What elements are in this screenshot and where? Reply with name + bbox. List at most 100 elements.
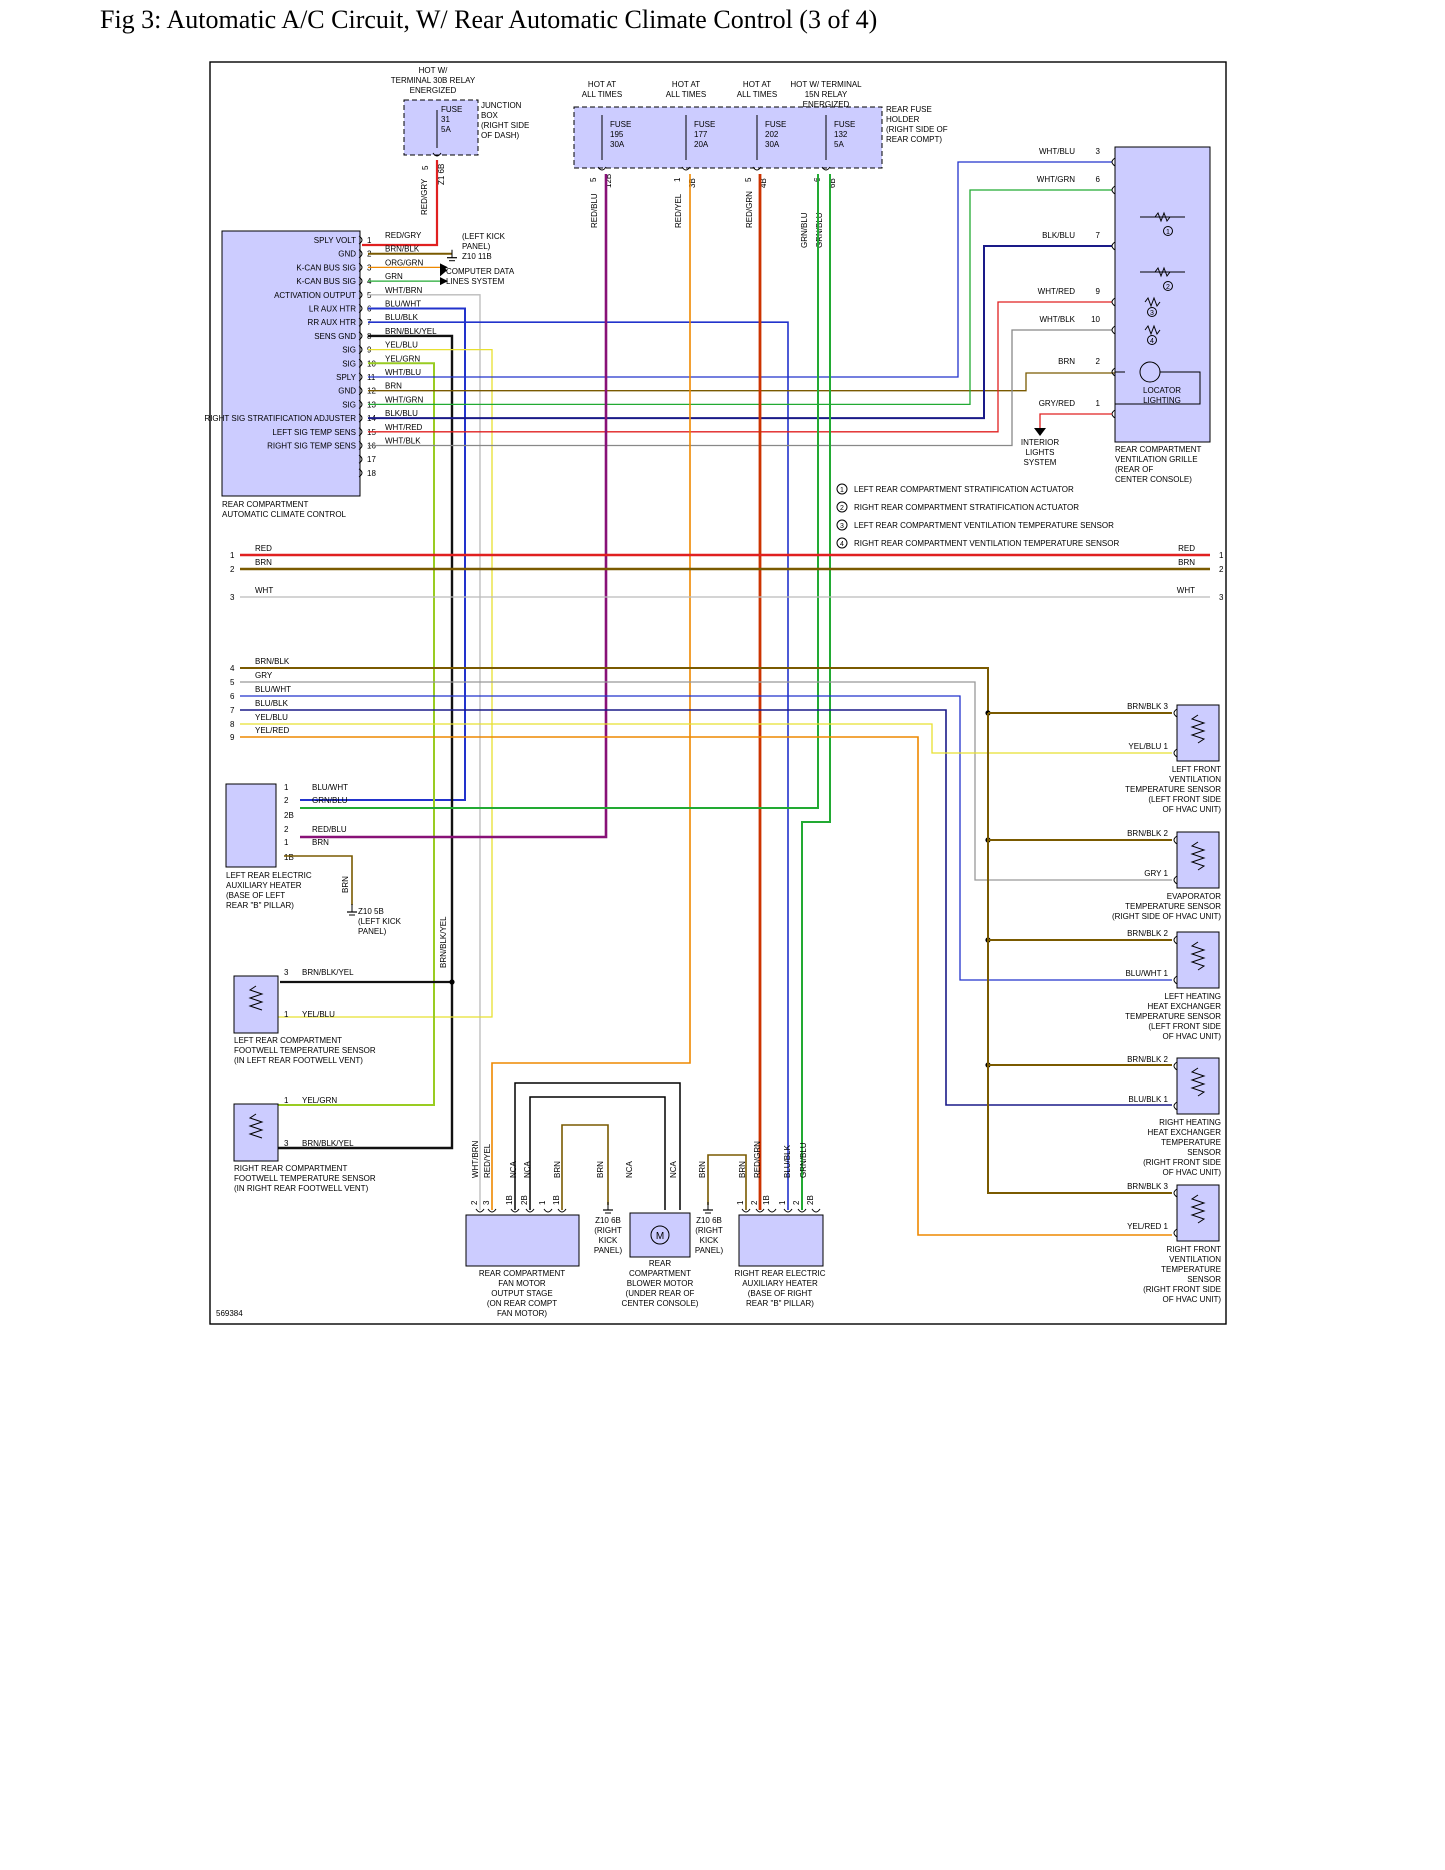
connector-mark — [597, 166, 607, 171]
wire-label: BRN — [553, 1161, 562, 1178]
wire-label: RED/GRY — [420, 178, 429, 215]
sensor-name: OF HVAC UNIT) — [1162, 1032, 1221, 1041]
legend-text: RIGHT REAR COMPARTMENT STRATIFICATION AC… — [854, 503, 1079, 512]
bus-label: YEL/RED — [255, 726, 289, 735]
component-label: (ON REAR COMPT — [487, 1299, 557, 1308]
hot-label: HOT W/ — [419, 66, 449, 75]
component-label: (BASE OF LEFT — [226, 891, 285, 900]
fuse-label: 132 — [834, 130, 848, 139]
left-rear-heater — [225, 783, 277, 868]
component-label: COMPARTMENT — [629, 1269, 691, 1278]
bus-blu-blk — [240, 709, 1172, 1106]
wire-label: BLK/BLU — [1042, 231, 1075, 240]
bus-number: 3 — [230, 593, 235, 602]
marker-number: 3 — [1150, 310, 1154, 317]
bus-blu-wht — [240, 695, 1172, 981]
fuse-location-label: REAR FUSE — [886, 105, 932, 114]
connector-mark — [741, 1208, 751, 1213]
wire-label: RED/BLU — [312, 825, 347, 834]
connector-mark — [358, 235, 363, 245]
fuse-label: FUSE — [694, 120, 715, 129]
fuse-location-label: HOLDER — [886, 115, 920, 124]
wire-brn — [561, 1124, 609, 1210]
sensor-name: TEMPERATURE — [1161, 1265, 1221, 1274]
wire-label: BRN/BLK/YEL — [385, 327, 437, 336]
connector-mark — [358, 317, 363, 327]
sensor-name: (RIGHT FRONT SIDE — [1143, 1158, 1221, 1167]
wire-wht-blu — [368, 161, 1112, 378]
pin-number: 2 — [1096, 357, 1101, 366]
fuse-location-label: BOX — [481, 111, 499, 120]
pin-number: 1B — [762, 1195, 771, 1205]
sensor-resistor — [1190, 714, 1206, 744]
wire-label: GRN — [385, 272, 403, 281]
wire-label: BRN — [738, 1161, 747, 1178]
legend-marker — [836, 537, 848, 549]
bus-label: BLU/WHT — [255, 685, 291, 694]
sensor-pin-label: YEL/RED 1 — [1127, 1222, 1168, 1231]
pin-number: 1B — [284, 853, 294, 862]
motor-label: M — [656, 1231, 664, 1242]
wire-label: RED/YEL — [483, 1143, 492, 1178]
pin-number: 2B — [520, 1195, 529, 1205]
pin-number: 7 — [1096, 231, 1101, 240]
ground-label: Z10 6B — [696, 1216, 722, 1225]
component-label: REAR COMPARTMENT — [222, 500, 308, 509]
pin-function-label: GND — [338, 387, 356, 396]
wire-label: BLK/BLU — [385, 409, 418, 418]
fuse-label: 195 — [610, 130, 624, 139]
sensor-resistor — [1190, 941, 1206, 971]
component-label: RIGHT REAR COMPARTMENT — [234, 1164, 347, 1173]
wire-blk-blu — [368, 245, 1112, 420]
ground-label: (RIGHT — [594, 1226, 622, 1235]
ground-label: PANEL) — [594, 1246, 623, 1255]
fuse-label: 30A — [610, 140, 625, 149]
wire-label: YEL/GRN — [385, 354, 420, 363]
wire-gry-red — [1039, 413, 1112, 430]
wire-red-yel — [491, 174, 691, 1210]
sensor-pin-label: BRN/BLK 3 — [1127, 702, 1168, 711]
system-label: INTERIOR — [1021, 438, 1059, 447]
fuse-label: 31 — [441, 115, 450, 124]
wire-label: BRN — [596, 1161, 605, 1178]
temperature-sensor-4 — [1176, 1057, 1220, 1115]
wire-brn — [368, 372, 1115, 392]
connector-mark — [1111, 241, 1116, 251]
wire-label: WHT/BLU — [385, 368, 421, 377]
pin-number: 1B — [505, 1195, 514, 1205]
fuse-label: FUSE — [765, 120, 786, 129]
pin-number: 2B — [284, 811, 294, 820]
motor-symbol — [650, 1225, 670, 1245]
bus-number: 4 — [230, 664, 235, 673]
fuse-label: 30A — [765, 140, 780, 149]
bus-number: 1 — [1219, 551, 1224, 560]
connector-mark — [358, 441, 363, 450]
component-label: VENTILATION GRILLE — [1115, 455, 1198, 464]
connector-id: 12B — [604, 174, 613, 188]
pin-number: 1 — [284, 783, 289, 792]
pin-number: 9 — [1096, 287, 1101, 296]
legend-marker — [836, 501, 848, 513]
connector-mark — [752, 166, 762, 171]
component-label: FOOTWELL TEMPERATURE SENSOR — [234, 1174, 376, 1183]
component-label: CENTER CONSOLE) — [622, 1299, 699, 1308]
actuator-resistor — [1154, 266, 1171, 278]
fuse-label: 5A — [441, 125, 451, 134]
pin-number: 10 — [1091, 315, 1100, 324]
wire-label: WHT/RED — [1038, 287, 1076, 296]
arrow — [440, 277, 448, 286]
rear-blower-motor — [629, 1212, 691, 1258]
sensor-name: EVAPORATOR — [1167, 892, 1221, 901]
connector-id: 4B — [759, 178, 768, 188]
wire-blu-blk — [368, 321, 789, 1210]
system-label: COMPUTER DATA — [446, 267, 515, 276]
sensor-name: OF HVAC UNIT) — [1162, 1168, 1221, 1177]
wire-label: BRN — [385, 382, 402, 391]
ground-label: Z10 11B — [462, 252, 492, 261]
connector-mark — [432, 152, 442, 157]
connector-mark — [358, 276, 363, 286]
wire-wht-brn — [368, 294, 481, 1210]
marker-number: 2 — [1166, 284, 1170, 291]
fuse-location-label: REAR COMPT) — [886, 135, 942, 144]
bus-label: YEL/BLU — [255, 713, 288, 722]
